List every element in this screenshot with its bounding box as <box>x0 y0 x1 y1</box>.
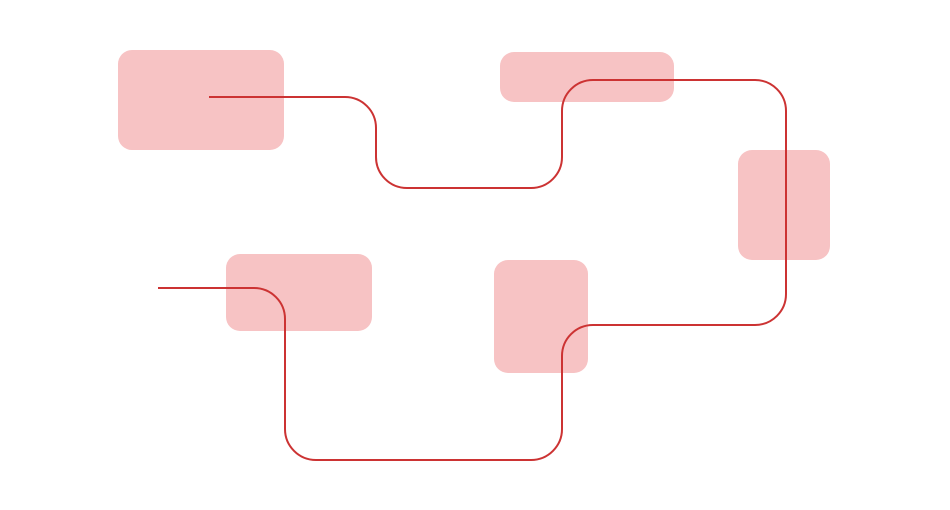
node-bottom-left <box>226 254 372 331</box>
node-right <box>738 150 830 260</box>
node-top-middle <box>500 52 674 102</box>
node-top-left <box>118 50 284 150</box>
connectors-layer <box>158 79 787 461</box>
connector-line <box>158 79 787 461</box>
node-bottom-middle <box>494 260 588 373</box>
nodes-layer <box>118 50 830 373</box>
